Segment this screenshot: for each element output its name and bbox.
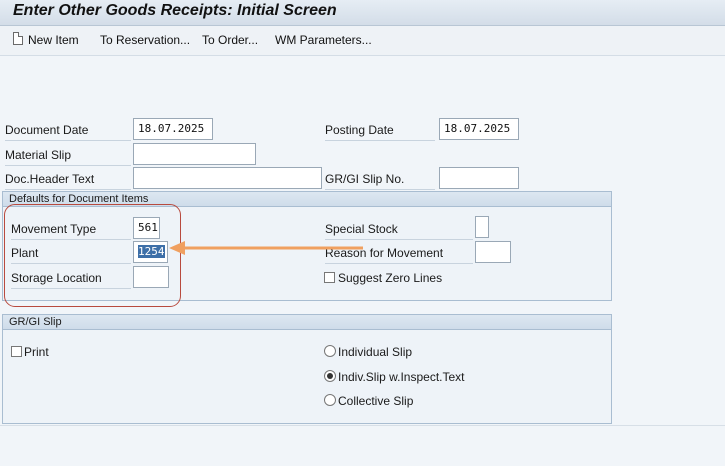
individual-slip-radio[interactable] [324,345,336,357]
posting-date-label: Posting Date [325,123,435,141]
doc-header-text-field[interactable] [133,167,322,189]
movement-type-label: Movement Type [11,222,131,240]
movement-type-field[interactable]: 561 [133,217,160,239]
storage-location-field[interactable] [133,266,169,288]
to-reservation-button[interactable]: To Reservation... [100,33,191,47]
suggest-zero-lines-label: Suggest Zero Lines [338,271,443,285]
doc-header-text-label: Doc.Header Text [5,172,131,190]
special-stock-field[interactable] [475,216,489,238]
individual-slip-label: Individual Slip [338,345,413,359]
grgi-slip-group-title: GR/GI Slip [3,315,611,330]
print-label: Print [24,345,49,359]
title-bar: Enter Other Goods Receipts: Initial Scre… [0,0,725,26]
to-order-button[interactable]: To Order... [202,33,259,47]
collective-slip-label: Collective Slip [338,394,414,408]
grgi-slip-group: GR/GI Slip [2,314,612,424]
indiv-slip-inspect-text-label: Indiv.Slip w.Inspect.Text [338,370,465,384]
material-slip-field[interactable] [133,143,256,165]
collective-slip-radio[interactable] [324,394,336,406]
application-toolbar: New Item To Reservation... To Order... W… [0,26,725,56]
posting-date-field[interactable]: 18.07.2025 [439,118,519,140]
storage-location-label: Storage Location [11,271,131,289]
grgi-slip-no-label: GR/GI Slip No. [325,172,435,190]
special-stock-label: Special Stock [325,222,473,240]
plant-label: Plant [11,246,131,264]
reason-for-movement-field[interactable] [475,241,511,263]
indiv-slip-inspect-text-radio[interactable] [324,370,336,382]
orange-arrow-icon [169,241,363,255]
material-slip-label: Material Slip [5,148,131,166]
plant-field[interactable]: 1254 [133,241,168,263]
print-checkbox[interactable] [11,346,22,357]
defaults-group-title: Defaults for Document Items [3,192,611,207]
document-icon[interactable] [13,32,23,45]
page-title: Enter Other Goods Receipts: Initial Scre… [13,2,337,19]
highlight-box-annotation [4,204,181,307]
suggest-zero-lines-checkbox[interactable] [324,272,335,283]
document-date-field[interactable]: 18.07.2025 [133,118,213,140]
wm-parameters-button[interactable]: WM Parameters... [275,33,372,47]
new-item-button[interactable]: New Item [28,33,79,47]
grgi-slip-no-field[interactable] [439,167,519,189]
document-date-label: Document Date [5,123,131,141]
plant-value: 1254 [138,245,165,258]
divider [0,425,725,426]
